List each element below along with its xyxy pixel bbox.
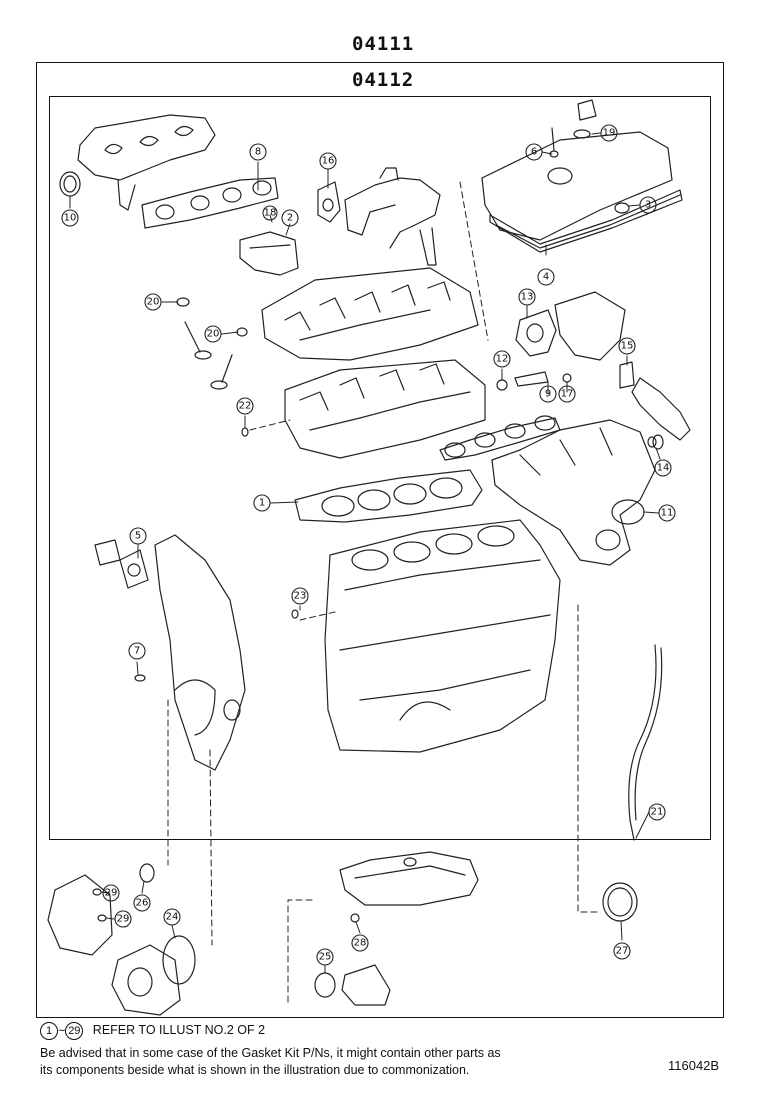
part-label: 21 <box>651 807 664 818</box>
intake-manifold-drawing <box>491 419 656 566</box>
exhaust-manifold-drawing <box>59 114 216 211</box>
range-separator: ~ <box>58 1023 66 1038</box>
part-label: 13 <box>521 292 534 303</box>
part-label: 26 <box>136 898 149 909</box>
part-label: 24 <box>166 912 179 923</box>
part-label: 28 <box>354 938 367 949</box>
part-label: 29 <box>105 888 118 899</box>
part-label: 1 <box>259 498 265 509</box>
part-label: 6 <box>531 147 537 158</box>
illustration-code: 116042B <box>668 1058 720 1073</box>
part-label: 16 <box>322 156 335 167</box>
range-reference-text: REFER TO ILLUST NO.2 OF 2 <box>92 1023 266 1038</box>
part-label: 2 <box>287 213 293 224</box>
part-label: 17 <box>561 389 574 400</box>
cylinder-head-gasket-drawing <box>294 469 483 523</box>
cylinder-block-drawing <box>324 519 561 753</box>
part-label: 8 <box>255 147 261 158</box>
part-label: 18 <box>264 208 277 219</box>
part-label: 5 <box>135 531 141 542</box>
part-label: 9 <box>545 389 551 400</box>
part-label: 23 <box>294 591 307 602</box>
inner-kit-frame <box>49 96 711 840</box>
cylinder-head-drawing <box>261 267 479 361</box>
part-label: 25 <box>319 952 332 963</box>
timing-cover-drawing <box>94 534 246 771</box>
part-reference-labels: 1 2 3 4 5 6 7 8 9 10 11 12 13 14 15 16 1… <box>64 128 674 963</box>
range-reference-note: 1~29 REFER TO ILLUST NO.2 OF 2 <box>40 1022 265 1040</box>
outer-kit-frame <box>36 62 724 1018</box>
part-label: 27 <box>616 946 629 957</box>
part-label: 20 <box>147 297 160 308</box>
part-label: 15 <box>621 341 634 352</box>
range-start-number: 1 <box>40 1022 58 1040</box>
exhaust-gasket-drawing <box>141 177 279 229</box>
outer-kit-number: 04111 <box>352 33 415 55</box>
part-label: 19 <box>603 128 616 139</box>
part-label: 14 <box>657 463 670 474</box>
cylinder-head-cover-drawing <box>481 99 683 253</box>
part-label: 20 <box>207 329 220 340</box>
part-label: 4 <box>543 272 549 283</box>
part-label: 10 <box>64 213 77 224</box>
water-pipe-drawing <box>344 167 441 266</box>
oil-pan-drawing <box>339 851 479 906</box>
advice-line-2: its components beside what is shown in t… <box>40 1063 470 1077</box>
part-label: 7 <box>134 646 140 657</box>
part-label: 11 <box>661 508 674 519</box>
part-label: 3 <box>645 200 651 211</box>
part-label: 22 <box>239 401 252 412</box>
advice-line-1: Be advised that in some case of the Gask… <box>40 1046 501 1060</box>
part-label: 29 <box>117 914 130 925</box>
part-label: 12 <box>496 354 509 365</box>
range-end-number: 29 <box>65 1022 84 1040</box>
inner-kit-number: 04112 <box>352 69 415 91</box>
